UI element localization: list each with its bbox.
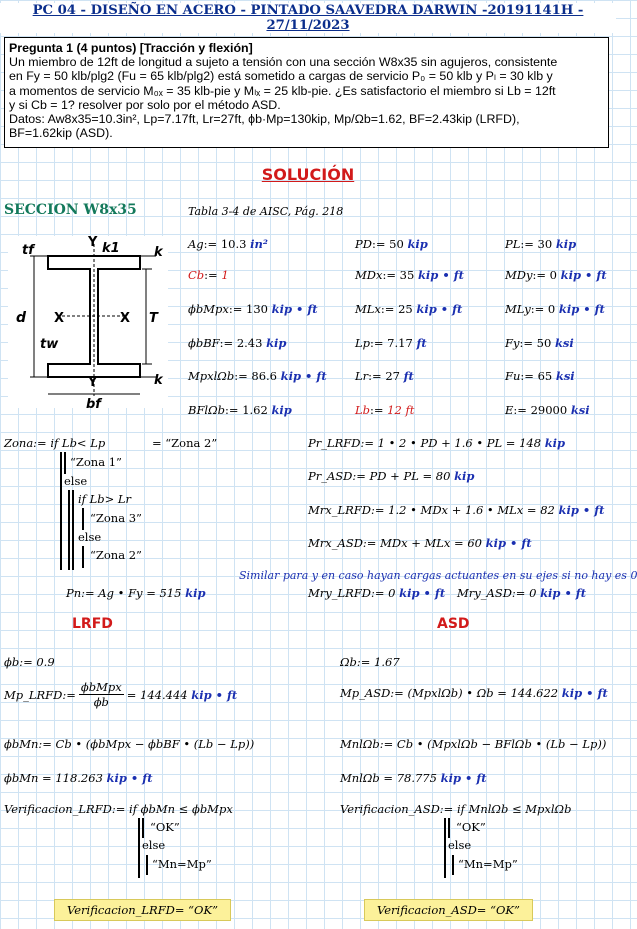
pr-asd: Pr_ASD:= PD + PL = 80 kip — [308, 469, 475, 483]
lrfd-ver-else: else — [142, 838, 166, 852]
zona-bar-3 — [72, 490, 74, 570]
asd-ver-head: Verificacion_ASD:= if MnlΩb ≤ MpxlΩb — [340, 802, 572, 816]
asd-ver-mn: “Mn=Mp” — [458, 857, 518, 871]
given-lp: Lp:= 7.17 ft — [355, 336, 427, 350]
given-bflob: BFlΩb:= 1.62 kip — [188, 403, 292, 417]
given-cb: Cb:= 1 — [188, 268, 229, 282]
given-lb: Lb:= 12 ft — [355, 403, 415, 417]
x-label-right: X — [120, 311, 130, 326]
problem-line: a momentos de servicio M₀ₓ = 35 klb-pie … — [9, 83, 556, 98]
given-mpxlob: MpxlΩb:= 86.6 kip • ft — [188, 369, 327, 383]
problem-line: BF=1.62kip (ASD). — [9, 126, 113, 141]
zona-else-1: else — [64, 474, 88, 488]
tw-label: tw — [40, 337, 59, 352]
given-mdy: MDy:= 0 kip • ft — [505, 268, 607, 282]
given-e: E:= 29000 ksi — [505, 403, 590, 417]
bf-label: bf — [86, 397, 103, 412]
zona-else-2: else — [78, 530, 102, 544]
y-label-top: Y — [87, 235, 98, 250]
y-label-bottom: Y — [87, 375, 98, 390]
zona-2: “Zona 2” — [90, 548, 142, 562]
given-pl: PL:= 30 kip — [505, 237, 577, 251]
zona-bar-2 — [68, 490, 70, 570]
lrfd-ver-head: Verificacion_LRFD:= if ϕbMn ≤ ϕbMpx — [4, 802, 233, 816]
asd-ver-bar-inner — [448, 818, 450, 838]
lrfd-result: Verificacion_LRFD= “OK” — [54, 899, 231, 921]
k-label-bottom: k — [154, 373, 164, 388]
problem-line: Un miembro de 12ft de longitud a sujeto … — [9, 55, 558, 70]
asd-ver-bar — [444, 818, 446, 878]
table-reference: Tabla 3-4 de AISC, Pág. 218 — [188, 205, 344, 218]
zona-3: “Zona 3” — [90, 511, 142, 525]
problem-line: y si Cb = 1? resolver por solo por el mé… — [9, 97, 281, 112]
section-title: SECCION W8x35 — [4, 202, 137, 218]
pn-calc: Pn:= Ag • Fy = 515 kip — [66, 586, 206, 600]
pr-lrfd: Pr_LRFD:= 1 • 2 • PD + 1.6 • PL = 148 ki… — [308, 436, 566, 450]
w-section-diagram: tf Y k1 k d X X T tw Y k bf — [8, 235, 168, 412]
lrfd-ver-bar-inner — [142, 818, 144, 838]
asd-mp: Mp_ASD:= (MpxlΩb) • Ωb = 144.622 kip • f… — [340, 686, 608, 700]
lrfd-ver-mn: “Mn=Mp” — [152, 857, 212, 871]
given-mlx: MLx:= 25 kip • ft — [355, 302, 463, 316]
k1-label: k1 — [102, 241, 120, 256]
asd-result: Verificacion_ASD= “OK” — [364, 899, 533, 921]
zona-if-2: if Lb> Lr — [78, 492, 132, 506]
solution-title: SOLUCIÓN — [261, 165, 355, 184]
asd-mnlob-val: MnlΩb = 78.775 kip • ft — [340, 771, 487, 785]
t-label: T — [149, 311, 159, 326]
zona-bar-5 — [82, 546, 84, 568]
mrx-lrfd: Mrx_LRFD:= 1.2 • MDx + 1.6 • MLx = 82 ki… — [308, 503, 605, 517]
mry-lrfd: Mry_LRFD:= 0 kip • ft — [308, 586, 446, 600]
tf-label: tf — [22, 243, 36, 258]
given-phibbf: ϕbBF:= 2.43 kip — [188, 336, 287, 350]
given-lr: Lr:= 27 ft — [355, 369, 414, 383]
asd-title: ASD — [437, 616, 470, 632]
x-label-left: X — [54, 311, 64, 326]
lrfd-ver-ok: “OK” — [150, 820, 180, 834]
zona-bar — [60, 452, 62, 570]
lrfd-phibmn-val: ϕbMn = 118.263 kip • ft — [4, 771, 153, 785]
given-mly: MLy:= 0 kip • ft — [505, 302, 605, 316]
problem-line: Datos: Aw8x35=10.3in², Lp=7.17ft, Lr=27f… — [9, 112, 520, 127]
given-pd: PD:= 50 kip — [355, 237, 428, 251]
problem-statement: Pregunta 1 (4 puntos) [Tracción y flexió… — [4, 37, 609, 148]
lrfd-mp: Mp_LRFD:= ϕbMpx ϕb = 144.444 kip • ft — [4, 680, 238, 709]
zona-bar-inner — [64, 452, 66, 474]
given-ag: Ag:= 10.3 in² — [188, 237, 268, 251]
asd-omega: Ωb:= 1.67 — [340, 655, 400, 669]
zona-bar-4 — [82, 508, 84, 530]
d-label: d — [16, 310, 27, 326]
given-mdx: MDx:= 35 kip • ft — [355, 268, 464, 282]
k-label-top: k — [154, 245, 164, 260]
zona-1: “Zona 1” — [70, 455, 122, 469]
problem-title: Pregunta 1 (4 puntos) [Tracción y flexió… — [9, 41, 253, 55]
lrfd-ver-bar — [138, 818, 140, 878]
asd-ver-bar-2 — [452, 855, 454, 875]
lrfd-ver-bar-2 — [146, 855, 148, 875]
lrfd-title: LRFD — [72, 616, 113, 632]
zona-head: Zona:= if Lb< Lp — [4, 436, 106, 450]
lrfd-phibmn-def: ϕbMn:= Cb • (ϕbMpx − ϕbBF • (Lb − Lp)) — [4, 737, 255, 751]
given-phibmpx: ϕbMpx:= 130 kip • ft — [188, 302, 318, 316]
asd-ver-ok: “OK” — [456, 820, 486, 834]
mrx-asd: Mrx_ASD:= MDx + MLx = 60 kip • ft — [308, 536, 532, 550]
page-header: PC 04 - DISEÑO EN ACERO - PINTADO SAAVED… — [0, 3, 616, 33]
note-y-axis: Similar para y en caso hayan cargas actu… — [239, 569, 637, 582]
zona-result: = “Zona 2” — [152, 436, 218, 450]
given-fy: Fy:= 50 ksi — [505, 336, 574, 350]
given-fu: Fu:= 65 ksi — [505, 369, 575, 383]
lrfd-phib: ϕb:= 0.9 — [4, 655, 55, 669]
asd-mnlob-def: MnlΩb:= Cb • (MpxlΩb − BFlΩb • (Lb − Lp)… — [340, 737, 607, 751]
problem-line: en Fy = 50 klb/plg2 (Fu = 65 klb/plg2) e… — [9, 69, 553, 84]
asd-ver-else: else — [448, 838, 472, 852]
mry-asd: Mry_ASD:= 0 kip • ft — [457, 586, 587, 600]
